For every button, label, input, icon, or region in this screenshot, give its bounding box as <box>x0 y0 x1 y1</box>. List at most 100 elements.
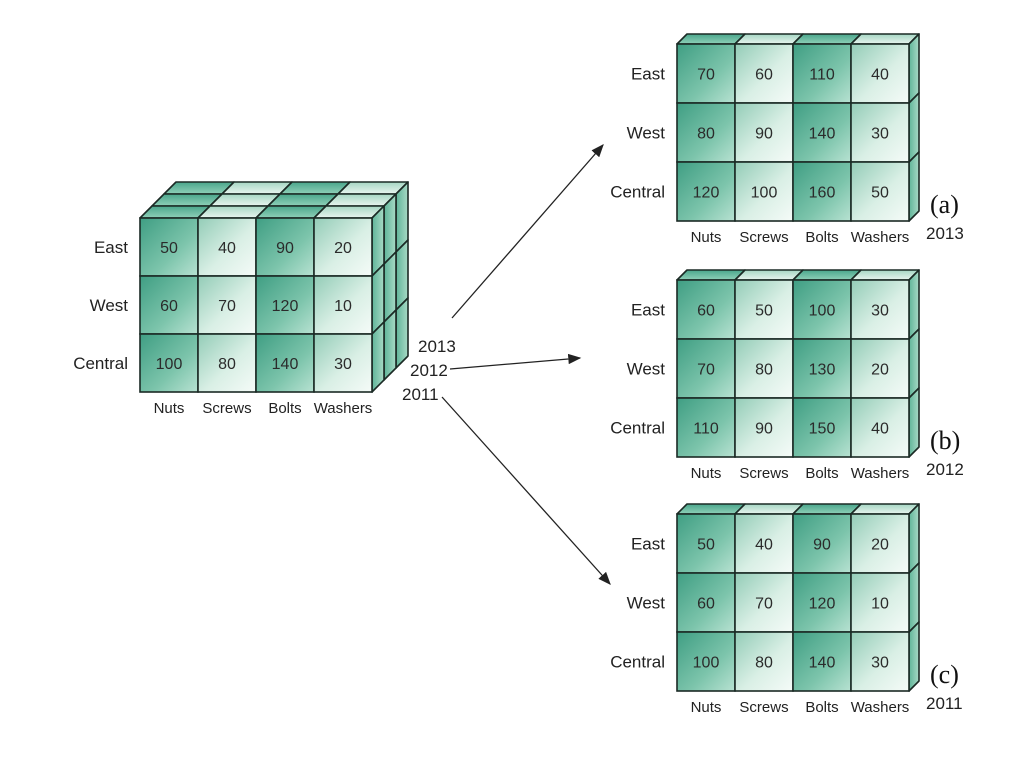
cell-value: 130 <box>809 362 836 379</box>
column-label: Nuts <box>154 400 185 417</box>
data-cell <box>255 275 315 335</box>
data-cell <box>313 275 373 335</box>
data-cell <box>313 333 373 393</box>
cell-value: 160 <box>809 185 836 202</box>
row-label: Central <box>610 419 665 438</box>
cell-value: 70 <box>697 67 715 84</box>
year-label: 2011 <box>402 385 439 404</box>
cube-side-face <box>908 387 920 458</box>
cell-value: 140 <box>272 356 299 373</box>
data-cell <box>676 397 736 458</box>
row-label: East <box>631 535 665 554</box>
cube-side-face <box>908 503 920 574</box>
cell-value: 90 <box>276 240 294 257</box>
cell-value: 50 <box>871 185 889 202</box>
cell-value: 80 <box>755 362 773 379</box>
data-cell <box>676 572 736 633</box>
cell-value: 30 <box>871 126 889 143</box>
data-cell <box>676 43 736 104</box>
data-cell <box>139 333 199 393</box>
slice-arrows <box>441 144 611 585</box>
cell-value: 20 <box>871 362 889 379</box>
column-label: Bolts <box>805 465 838 482</box>
cell-value: 50 <box>755 303 773 320</box>
row-label: Central <box>610 653 665 672</box>
cell-value: 50 <box>697 537 715 554</box>
cell-value: 60 <box>697 303 715 320</box>
cube-top-face <box>734 503 804 515</box>
row-label: East <box>631 65 665 84</box>
cell-value: 30 <box>334 356 352 373</box>
slice-year-label: 2012 <box>926 460 964 479</box>
cell-value: 100 <box>693 655 720 672</box>
cube-side-face <box>395 297 409 369</box>
arrow-to-slice-2012 <box>449 353 582 370</box>
column-label: Screws <box>739 229 788 246</box>
cell-value: 30 <box>871 655 889 672</box>
cell-value: 100 <box>751 185 778 202</box>
cell-value: 120 <box>809 596 836 613</box>
row-label: East <box>94 238 128 257</box>
arrow-to-slice-2011 <box>441 396 611 585</box>
row-label: West <box>90 296 129 315</box>
data-cell <box>850 43 910 104</box>
column-label: Bolts <box>268 400 301 417</box>
column-label: Bolts <box>805 229 838 246</box>
column-label: Nuts <box>691 699 722 716</box>
cell-value: 80 <box>755 655 773 672</box>
cube-top-face <box>734 269 804 281</box>
data-cell <box>676 279 736 340</box>
data-cell <box>197 217 257 277</box>
column-label: Washers <box>851 465 910 482</box>
cell-value: 140 <box>809 126 836 143</box>
column-label: Screws <box>739 465 788 482</box>
cell-value: 50 <box>160 240 178 257</box>
row-label: Central <box>610 183 665 202</box>
slice-tag: (c) <box>930 660 959 689</box>
cell-value: 80 <box>697 126 715 143</box>
data-cell <box>792 397 852 458</box>
data-cell <box>850 572 910 633</box>
cube-top-face <box>792 33 862 45</box>
cell-value: 140 <box>809 655 836 672</box>
data-cell <box>850 631 910 692</box>
slice-year-label: 2011 <box>926 694 963 713</box>
cube-top-face <box>792 269 862 281</box>
cell-value: 60 <box>697 596 715 613</box>
row-label: West <box>627 594 666 613</box>
cell-value: 110 <box>693 421 719 438</box>
cube-side-face <box>371 321 385 393</box>
cell-value: 10 <box>334 298 352 315</box>
cell-value: 100 <box>809 303 836 320</box>
cell-value: 100 <box>156 356 183 373</box>
cube-side-face <box>908 33 920 104</box>
column-label: Washers <box>851 699 910 716</box>
cell-value: 40 <box>755 537 773 554</box>
column-label: Screws <box>739 699 788 716</box>
column-label: Washers <box>314 400 373 417</box>
cube-side-face <box>908 92 920 163</box>
cell-value: 40 <box>871 421 889 438</box>
slice-year-label: 2013 <box>926 224 964 243</box>
cell-value: 40 <box>871 67 889 84</box>
data-cell <box>313 217 373 277</box>
cell-value: 70 <box>218 298 236 315</box>
cell-value: 20 <box>871 537 889 554</box>
cell-value: 150 <box>809 421 836 438</box>
cell-value: 30 <box>871 303 889 320</box>
cube-side-face <box>908 269 920 340</box>
cell-value: 70 <box>697 362 715 379</box>
cell-value: 60 <box>755 67 773 84</box>
data-cell <box>850 397 910 458</box>
cube-top-face <box>792 503 862 515</box>
row-label: West <box>627 124 666 143</box>
cube-side-face <box>908 621 920 692</box>
data-cell <box>850 161 910 222</box>
data-cell <box>676 161 736 222</box>
cell-value: 120 <box>272 298 299 315</box>
cell-value: 60 <box>160 298 178 315</box>
data-cell <box>792 631 852 692</box>
